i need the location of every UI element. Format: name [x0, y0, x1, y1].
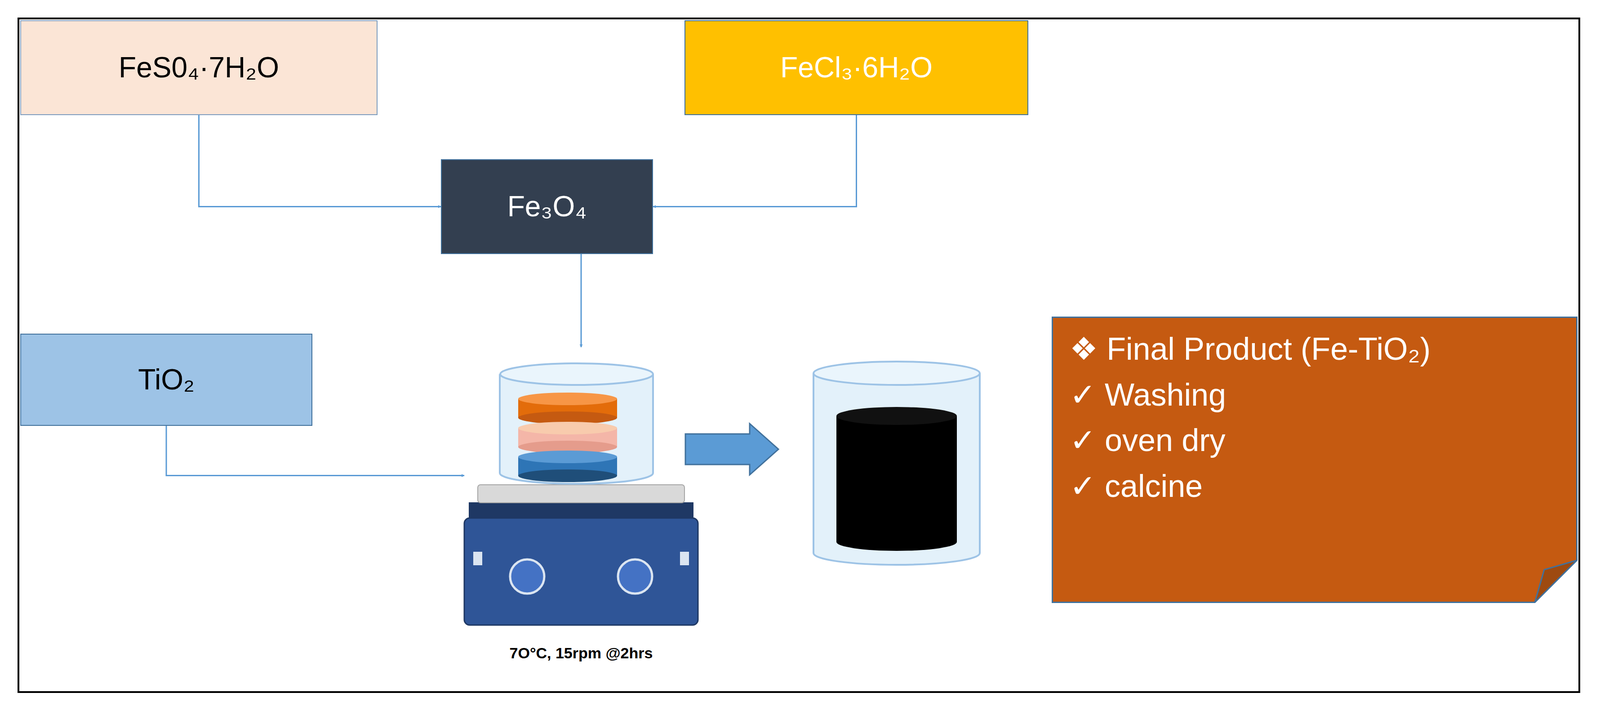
hotplate-base [464, 517, 698, 625]
hotplate-slot [680, 551, 689, 565]
node-text: 7O°C, 15rpm @2hrs [509, 643, 654, 663]
stirrer-node: 7O°C, 15rpm @2hrs [464, 346, 698, 664]
node-text: ✓ oven dry [1069, 417, 1226, 464]
note-fold [1534, 560, 1578, 603]
hotplate-band [468, 502, 694, 518]
black-product-top [836, 406, 957, 425]
product-beaker-illustration [813, 361, 980, 565]
node-text: TiO₂ [137, 362, 195, 397]
intermediate-box: Fe₃O₄ [440, 159, 654, 254]
flow-arrow [199, 115, 442, 207]
orange-layer [518, 392, 618, 424]
node-text: FeS0₄·7H₂O [118, 50, 280, 85]
pink-layer [518, 421, 618, 454]
beaker-glass [813, 373, 980, 565]
reagent-box: FeS0₄·7H₂O [20, 20, 378, 116]
reagent-box: TiO₂ [20, 333, 313, 426]
outer-frame [18, 18, 1580, 692]
stirrer-beaker-illustration [464, 363, 698, 625]
flow-arrow [653, 115, 857, 207]
node-text: Fe₃O₄ [507, 189, 587, 224]
hotplate-slot [473, 551, 483, 565]
hotplate-knob [617, 559, 653, 594]
block-arrow [685, 423, 779, 475]
reagent-box: FeCl₃·6H₂O [684, 20, 1029, 116]
beaker-rim [500, 363, 654, 385]
flow-arrow [580, 253, 583, 347]
flow-arrow [166, 425, 465, 476]
black-product [836, 415, 957, 551]
node-text: FeCl₃·6H₂O [780, 50, 933, 85]
node-text: ✓ calcine [1069, 463, 1203, 510]
node-text: ✓ Washing [1069, 372, 1227, 418]
final-product-note: ❖ Final Product (Fe-TiO₂)✓ Washing✓ oven… [1051, 316, 1578, 603]
hotplate-knob [510, 559, 545, 594]
blue-layer [518, 450, 618, 482]
beaker-rim [813, 361, 980, 385]
note-body [1052, 317, 1578, 603]
node-text: ❖ Final Product (Fe-TiO₂) [1069, 326, 1431, 373]
beaker-glass [499, 373, 654, 484]
hotplate-top [477, 484, 685, 503]
